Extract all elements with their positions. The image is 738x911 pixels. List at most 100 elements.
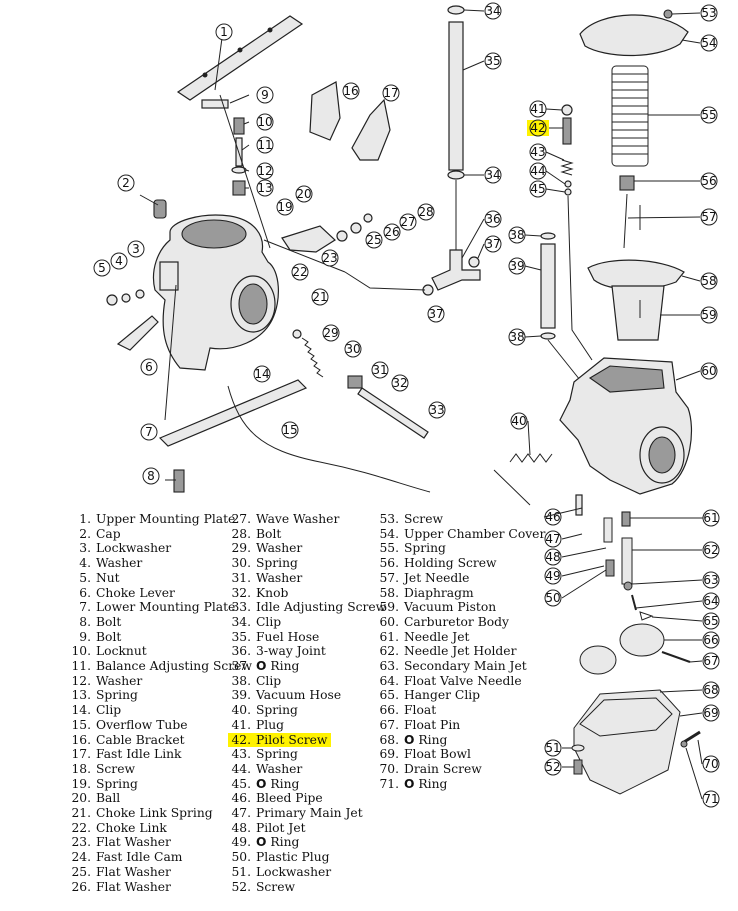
callout-27: 27 [399,213,417,231]
legend-item-number: 71. [379,776,399,791]
callout-4: 4 [110,252,128,270]
legend-item-name: Lower Mounting Plate [96,600,236,615]
legend-item-name: Fast Idle Cam [96,850,183,865]
callout-9: 9 [256,86,274,104]
legend-item-name: O Ring [256,659,300,674]
callout-23: 23 [321,249,339,267]
legend-item-number: 7. [79,600,91,615]
legend-item: 5.Nut [68,571,252,586]
lower-callout-labels: 47 48 49 50 51 52 62 63 64 65 66 67 68 6… [544,530,720,808]
svg-text:25: 25 [366,233,381,247]
legend-item-name: Primary Main Jet [256,806,363,821]
callout-7: 7 [140,423,158,441]
legend-item-name: Balance Adjusting Screw [96,659,252,674]
legend-item-number: 5. [79,570,91,585]
svg-text:43: 43 [530,145,545,159]
legend-item-number: 54. [379,526,399,541]
svg-text:68: 68 [703,683,718,697]
legend-item: 7. Lower Mounting Plate [68,600,252,615]
callout-32: 32 [391,374,409,392]
legend-item: 14.Clip [68,703,252,718]
legend-item: 25.Flat Washer [68,865,252,880]
legend-item-name: Washer [256,570,303,585]
legend-item: 53.Screw [376,512,545,527]
svg-text:30: 30 [345,342,360,356]
callout-56: 56 [700,172,718,190]
legend-item-number: 33. [231,600,251,615]
right-carburetor-assembly [493,9,693,527]
callout-40: 40 [510,412,528,430]
svg-text:16: 16 [343,84,358,98]
legend-item: 42.Pilot Screw [228,732,332,748]
legend-item: 49.O Ring [228,835,386,850]
legend-item-number: 66. [379,703,399,718]
legend-item: 61.Needle Jet [376,630,545,645]
legend-item-number: 58. [379,585,399,600]
callout-60: 60 [700,362,718,380]
callout-1: 1 [215,23,233,41]
legend-item-number: 38. [231,673,251,688]
svg-text:62: 62 [703,543,718,557]
legend-item-name: Ball [96,791,121,806]
svg-text:38: 38 [509,228,524,242]
legend-item-name: Spring [96,776,138,791]
legend-item-number: 46. [231,791,251,806]
callout-26: 26 [383,223,401,241]
callout-15: 15 [281,421,299,439]
callout-33: 33 [428,401,446,419]
legend-item-name: Spring [404,541,446,556]
legend-item-name: Choke Link [96,820,167,835]
svg-text:61: 61 [703,511,718,525]
legend-item-name: Needle Jet [404,629,470,644]
callout-68: 68 [702,681,720,699]
legend-item-name: Clip [256,673,282,688]
svg-text:2: 2 [122,176,130,190]
svg-text:5: 5 [98,261,106,275]
legend-item-number: 30. [231,556,251,571]
legend-item-name: Locknut [96,644,147,659]
callout-67: 67 [702,652,720,670]
legend-item: 27.Wave Washer [228,512,386,527]
callout-39: 39 [508,257,526,275]
legend-item-name: Clip [96,703,122,718]
svg-text:12: 12 [257,164,272,178]
legend-item: 13.Spring [68,688,252,703]
callout-34-top: 34 [484,2,502,20]
callout-25: 25 [365,231,383,249]
legend-item: 33.Idle Adjusting Screw [228,600,386,615]
legend-item-number: 20. [71,791,91,806]
legend-item-number: 52. [231,879,251,894]
legend-item: 23.Flat Washer [68,835,252,850]
legend-item: 19.Spring [68,777,252,792]
legend-item-number: 42. [231,732,251,747]
callout-37-bottom: 37 [427,305,445,323]
legend-item: 11.Balance Adjusting Screw [68,659,252,674]
legend-item-number: 28. [231,526,251,541]
legend-item-name: Pilot Jet [256,820,306,835]
callout-45: 45 [529,180,547,198]
legend-item: 8.Bolt [68,615,252,630]
legend-item-number: 3. [79,541,91,556]
svg-text:38: 38 [509,330,524,344]
legend-item-name: Fast Idle Link [96,747,182,762]
legend-item-number: 62. [379,644,399,659]
legend-item-number: 16. [71,732,91,747]
legend-item: 66.Float [376,703,545,718]
legend-item-name: Screw [256,879,295,894]
legend-item: 20. Ball [68,791,252,806]
legend-item-name: Plastic Plug [256,850,330,865]
legend-item-name: Cable Bracket [96,732,185,747]
legend-item: 34.Clip [228,615,386,630]
legend-item-name: Hanger Clip [404,688,481,703]
svg-text:9: 9 [261,88,269,102]
legend-item: 43.Spring [228,747,386,762]
left-carburetor-assembly [106,15,431,493]
legend-item-number: 67. [379,717,399,732]
legend-item-name: Holding Screw [404,556,497,571]
callout-64: 64 [702,592,720,610]
legend-item-number: 2. [79,526,91,541]
legend-item: 71.O Ring [376,777,545,792]
fuel-hose-assembly [263,5,581,381]
legend-item-name: O Ring [256,835,300,850]
